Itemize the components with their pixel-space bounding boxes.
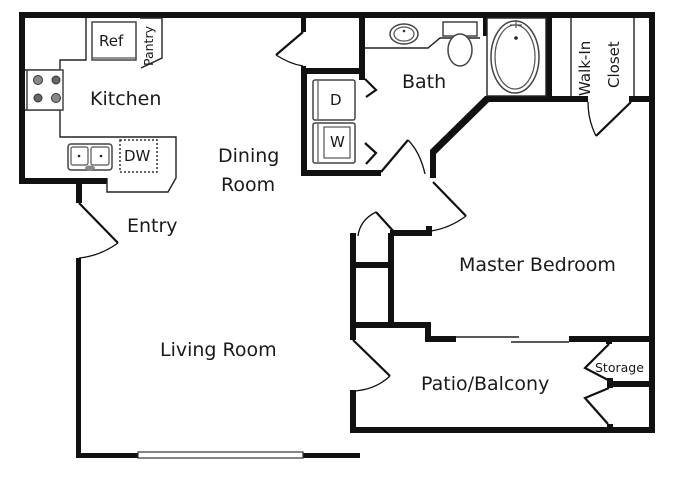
dryer-label: D [330,91,342,109]
walk-in-closet-label-1[interactable]: Walk-In [576,40,594,96]
walk-in-closet-label-2[interactable]: Closet [605,41,623,88]
toilet [442,21,478,67]
dishwasher-label: DW [124,147,151,165]
refrigerator [91,21,137,61]
washer-label: W [330,133,345,151]
washer [312,122,356,164]
dining-room-label-1[interactable]: Dining [218,145,280,167]
stove [26,69,64,111]
bath-label[interactable]: Bath [402,71,447,93]
living-window [137,451,304,459]
interior-walls [301,12,655,433]
pantry-label: Pantry [141,26,156,66]
entry-label[interactable]: Entry [127,215,178,237]
storage-label[interactable]: Storage [595,360,644,375]
master-bedroom-label[interactable]: Master Bedroom [459,254,616,276]
closet-shelves [570,18,635,96]
bathtub [486,17,547,97]
living-room-label[interactable]: Living Room [160,339,277,361]
dryer [312,79,356,121]
sliding-door [456,336,569,343]
bath-vanity [365,23,480,49]
kitchen-sink [67,143,113,171]
exterior-walls [19,12,655,458]
doors [78,31,632,425]
patio-balcony-label[interactable]: Patio/Balcony [421,373,550,395]
dining-room-label-2[interactable]: Room [221,174,276,196]
pantry [140,17,163,69]
dishwasher [119,139,158,173]
kitchen-label[interactable]: Kitchen [90,88,162,110]
refrigerator-label: Ref [99,32,124,50]
